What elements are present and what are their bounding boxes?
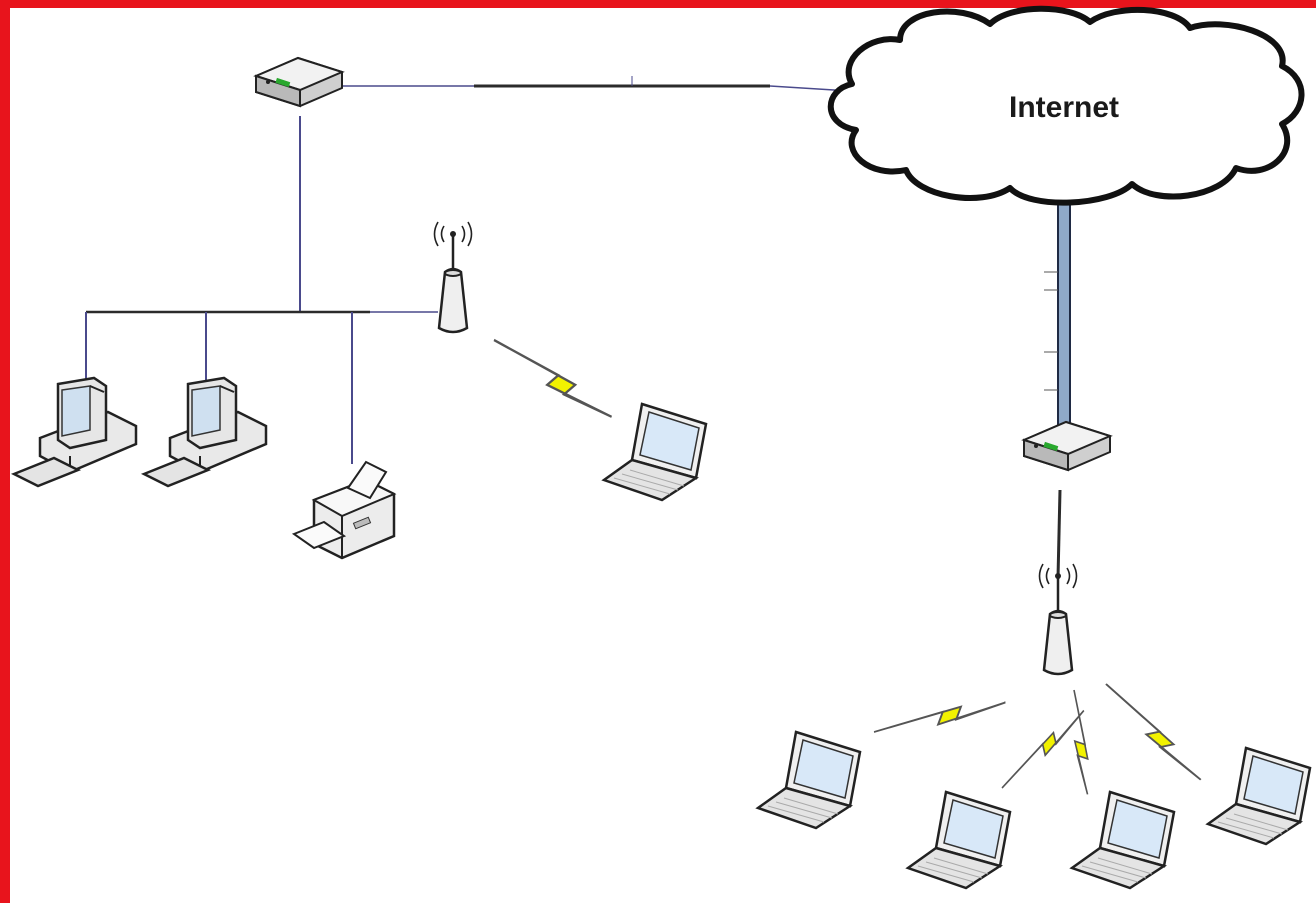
internet-cloud: Internet <box>827 5 1305 206</box>
cloud-label: Internet <box>1009 91 1119 124</box>
cloud-shape <box>827 5 1305 206</box>
fiber-link <box>1057 195 1071 435</box>
connections <box>85 76 1071 579</box>
link-router-to-ap-right <box>1056 489 1062 579</box>
